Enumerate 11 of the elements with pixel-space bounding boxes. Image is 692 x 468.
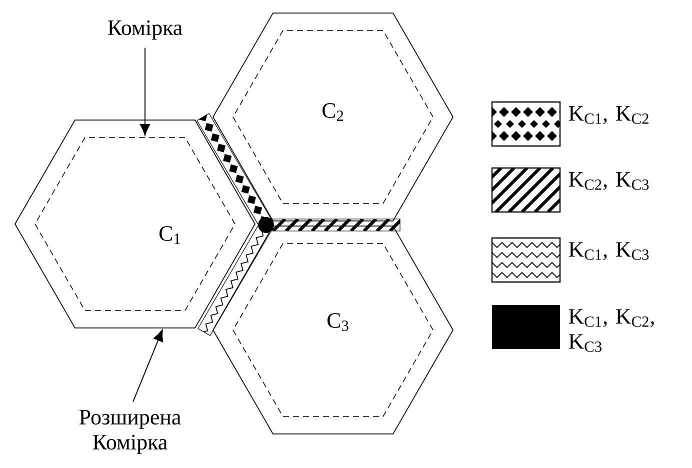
legend-label: K$_{C1}$, K$_{C2}$, K$_{C3}$ [568,309,654,352]
legend-label: K$_{C1}$, K$_{C3}$ [568,242,649,260]
legend-label: K$_{C1}$, K$_{C2}$ [568,106,648,124]
callout-label: Розширена Комірка [79,410,181,454]
dashed-hexagon: C$_{3}$ [232,243,434,417]
leader-arrow [140,47,150,136]
leader-arrow [132,330,163,402]
legend-label: K$_{C2}$, K$_{C3}$ [568,172,649,190]
dashed-hexagon: C$_{1}$ [34,137,236,311]
callout-label: Комірка [108,20,182,40]
dashed-hexagon: C$_{2}$ [232,30,434,204]
